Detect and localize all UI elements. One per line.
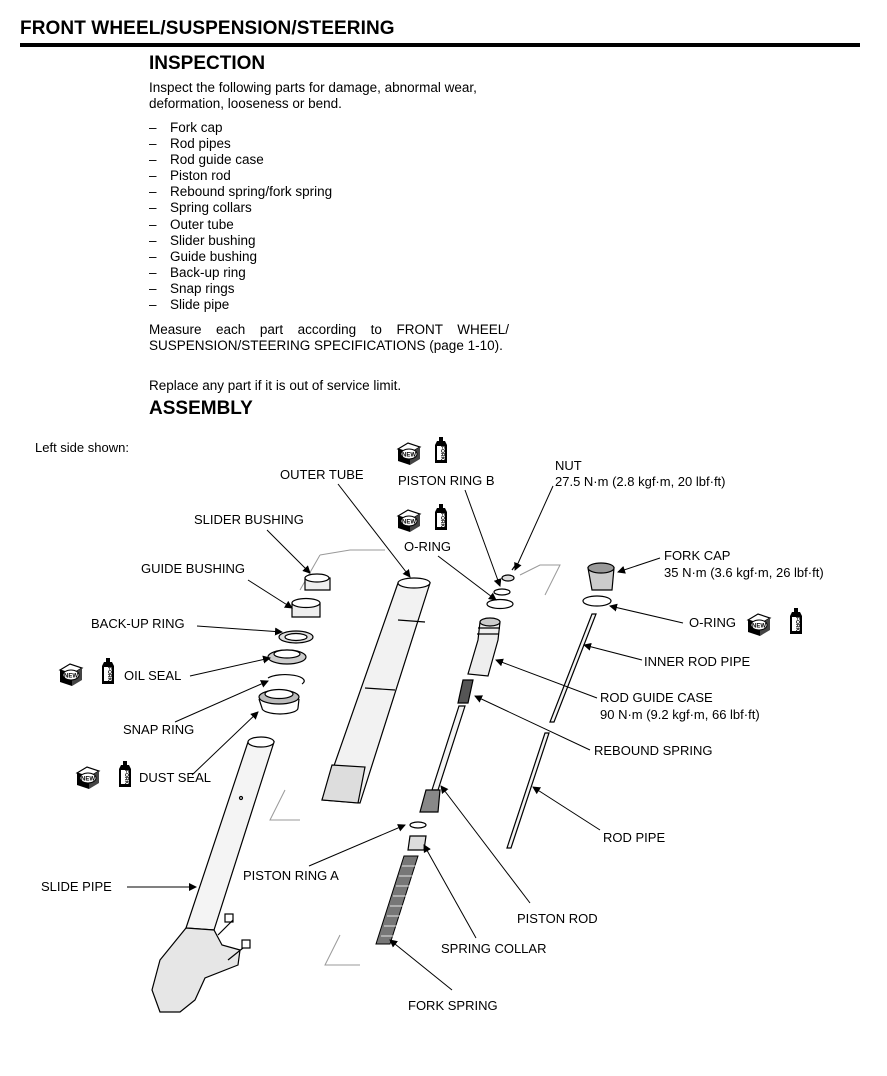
fork-oil-icon <box>790 608 802 634</box>
list-item-label: Snap rings <box>170 280 235 296</box>
list-item-label: Rod pipes <box>170 136 231 152</box>
list-item: –Snap rings <box>149 281 509 297</box>
list-item: –Rod guide case <box>149 152 509 168</box>
label-slide-pipe: SLIDE PIPE <box>41 879 112 894</box>
list-dash: – <box>149 297 157 313</box>
new-part-icon <box>59 663 83 687</box>
list-item: –Outer tube <box>149 217 509 233</box>
list-item-label: Back-up ring <box>170 264 246 280</box>
rod-pipes-drawing <box>506 613 597 849</box>
label-rod-guide-case: ROD GUIDE CASE <box>600 690 713 705</box>
list-dash: – <box>149 280 157 296</box>
seals-drawing <box>258 630 314 715</box>
label-outer-tube: OUTER TUBE <box>280 467 364 482</box>
list-dash: – <box>149 136 157 152</box>
label-piston-ring-b: PISTON RING B <box>398 473 495 488</box>
outer-tube-drawing <box>321 577 431 804</box>
list-item: –Guide bushing <box>149 249 509 265</box>
label-spring-collar: SPRING COLLAR <box>441 941 547 956</box>
list-item: –Rod pipes <box>149 136 509 152</box>
left-side-note: Left side shown: <box>35 440 129 455</box>
label-fork-cap-torque: 35 N·m (3.6 kgf·m, 26 lbf·ft) <box>664 565 824 580</box>
label-piston-ring-a: PISTON RING A <box>243 868 339 883</box>
label-back-up-ring: BACK-UP RING <box>91 616 185 631</box>
list-dash: – <box>149 184 157 200</box>
list-item-label: Outer tube <box>170 216 234 232</box>
label-rod-pipe: ROD PIPE <box>603 830 666 845</box>
list-item: –Spring collars <box>149 200 509 216</box>
label-guide-bushing: GUIDE BUSHING <box>141 561 246 576</box>
label-dust-seal: DUST SEAL <box>139 770 212 785</box>
list-dash: – <box>149 152 157 168</box>
label-o-ring-right: O-RING <box>689 615 736 630</box>
list-item: –Slide pipe <box>149 297 509 313</box>
fork-oil-icon <box>119 761 131 787</box>
measure-paragraph: Measure each part according to FRONT WHE… <box>149 322 509 353</box>
list-dash: – <box>149 216 157 232</box>
list-dash: – <box>149 248 157 264</box>
list-item-label: Fork cap <box>170 120 223 135</box>
label-o-ring-top: O-RING <box>404 539 451 554</box>
new-part-icon <box>76 766 100 790</box>
top-small-parts-drawing <box>486 562 518 610</box>
fork-oil-icon <box>102 658 114 684</box>
replace-paragraph: Replace any part if it is out of service… <box>149 378 402 393</box>
list-dash: – <box>149 264 157 280</box>
page-header-title: FRONT WHEEL/SUSPENSION/STEERING <box>20 18 395 39</box>
list-item: –Rebound spring/fork spring <box>149 184 509 200</box>
list-item: –Back-up ring <box>149 265 509 281</box>
label-slider-bushing: SLIDER BUSHING <box>194 512 304 527</box>
label-snap-ring: SNAP RING <box>123 722 195 737</box>
list-item-label: Slide pipe <box>170 297 230 313</box>
label-fork-cap: FORK CAP <box>664 548 731 563</box>
list-item: –Slider bushing <box>149 233 509 249</box>
label-nut: NUT <box>555 458 582 473</box>
label-rebound-spring: REBOUND SPRING <box>594 743 713 758</box>
inspection-intro: Inspect the following parts for damage, … <box>149 80 477 111</box>
list-item: –Fork cap <box>149 120 509 136</box>
slide-pipe-drawing <box>151 736 275 1013</box>
new-part-icon <box>747 613 771 637</box>
label-inner-rod-pipe: INNER ROD PIPE <box>644 654 751 669</box>
label-oil-seal: OIL SEAL <box>124 668 182 683</box>
bushings-drawing <box>291 573 331 618</box>
piston-rod-drawing <box>419 705 466 813</box>
new-part-icon <box>397 509 421 533</box>
fork-oil-icon <box>435 504 447 530</box>
lower-small-parts-drawing <box>407 821 427 851</box>
label-fork-spring: FORK SPRING <box>408 998 498 1013</box>
fork-cap-drawing <box>582 562 615 607</box>
list-item-label: Spring collars <box>170 200 252 216</box>
rebound-spring-drawing <box>457 679 474 704</box>
list-item-label: Rebound spring/fork spring <box>170 184 333 200</box>
list-dash: – <box>149 168 157 184</box>
list-dash: – <box>149 200 157 216</box>
list-item-label: Piston rod <box>170 168 231 184</box>
fork-oil-icon <box>435 437 447 463</box>
new-part-icon <box>397 442 421 466</box>
parts-list: –Fork cap–Rod pipes–Rod guide case–Pisto… <box>149 120 509 313</box>
label-nut-torque: 27.5 N·m (2.8 kgf·m, 20 lbf·ft) <box>555 474 726 489</box>
fork-spring-drawing <box>375 855 419 945</box>
list-item-label: Slider bushing <box>170 232 256 248</box>
list-item: –Piston rod <box>149 168 509 184</box>
label-rod-guide-case-torque: 90 N·m (9.2 kgf·m, 66 lbf·ft) <box>600 707 760 722</box>
assembly-title: ASSEMBLY <box>149 398 253 419</box>
rod-guide-case-drawing <box>467 617 501 677</box>
list-dash: – <box>149 120 157 135</box>
header-rule <box>20 43 860 47</box>
list-dash: – <box>149 232 157 248</box>
label-piston-rod: PISTON ROD <box>517 911 598 926</box>
list-item-label: Guide bushing <box>170 248 258 264</box>
list-item-label: Rod guide case <box>170 152 264 168</box>
inspection-title: INSPECTION <box>149 53 266 74</box>
